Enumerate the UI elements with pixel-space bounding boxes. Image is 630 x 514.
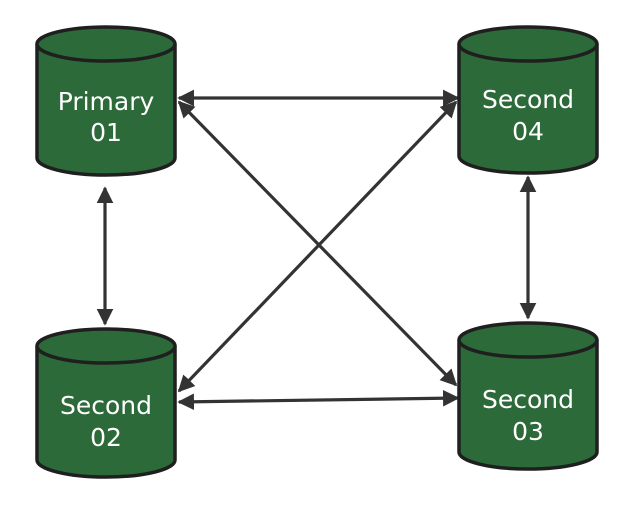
- node-label-line2: 04: [512, 117, 544, 146]
- cylinder-icon: [457, 340, 599, 471]
- node-label-line2: 02: [90, 423, 122, 452]
- edge-second04-second02: [177, 100, 458, 393]
- node-label-line1: Second: [60, 391, 152, 420]
- node-label-line1: Second: [482, 85, 574, 114]
- node-primary-01: Primary 01: [35, 25, 177, 177]
- edge-second02-second03: [177, 389, 460, 411]
- cylinder-icon: [457, 44, 599, 175]
- node-second-03: Second 03: [457, 321, 599, 471]
- cylinder-top: [35, 327, 177, 365]
- cylinder-icon: [35, 346, 177, 479]
- node-label-line2: 01: [90, 118, 122, 147]
- node-second-04: Second 04: [457, 25, 599, 175]
- cylinder-top: [457, 25, 599, 63]
- cylinder-icon: [35, 44, 177, 177]
- cylinder-top: [457, 321, 599, 359]
- cylinder-top: [35, 25, 177, 63]
- node-label-line1: Primary: [58, 87, 155, 116]
- node-second-02: Second 02: [35, 327, 177, 479]
- node-label-line2: 03: [512, 417, 544, 446]
- node-label-line1: Second: [482, 385, 574, 414]
- connections: [96, 89, 537, 411]
